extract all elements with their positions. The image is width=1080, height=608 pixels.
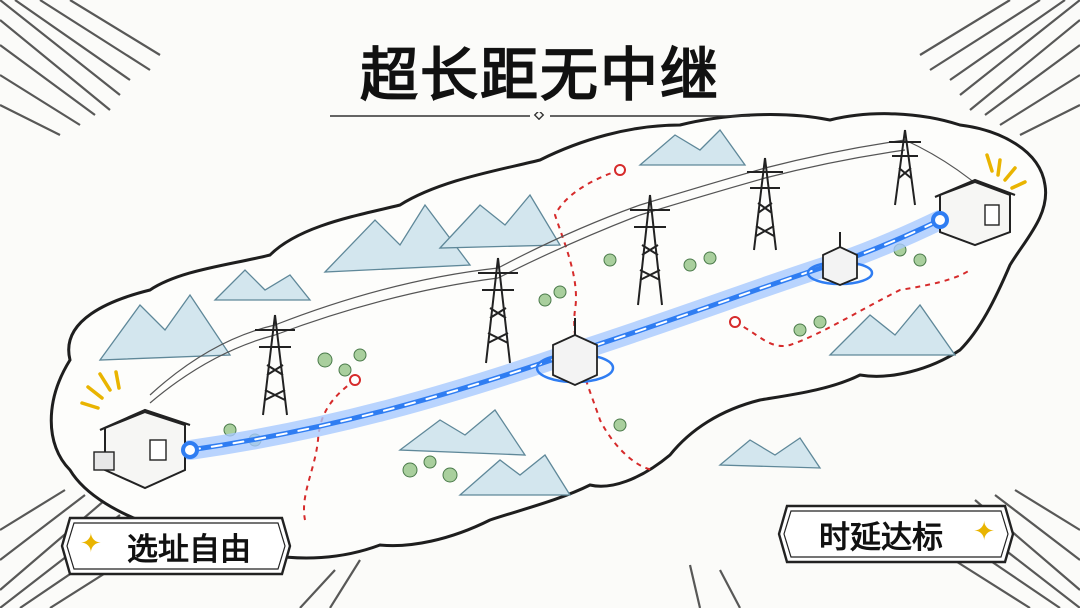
route-markers [349,164,741,386]
route-lines [303,169,971,521]
link-node-right [806,232,874,286]
tag-frame [777,504,1015,564]
fiber-link [180,210,950,460]
station-right [931,178,1016,247]
mountains [98,128,957,496]
tag-label-left: 选址自由 [127,531,251,568]
sparkle-icon: ✦ [80,529,102,559]
title-divider [330,112,750,120]
transmission-towers [255,129,921,416]
signal-burst-left [80,370,121,410]
signal-burst-right [985,153,1027,190]
terrain-island [49,112,1048,560]
page-title: 超长距无中继 [359,41,720,109]
sparkle-icon: ✦ [973,517,995,547]
tag-label-right: 时延达标 [819,519,943,556]
station-left [93,408,199,490]
tag-latency-met: 时延达标 ✦ [777,504,1015,564]
link-node-middle [535,318,615,386]
tag-frame [60,516,292,576]
tag-site-freedom: ✦ 选址自由 [60,516,292,576]
